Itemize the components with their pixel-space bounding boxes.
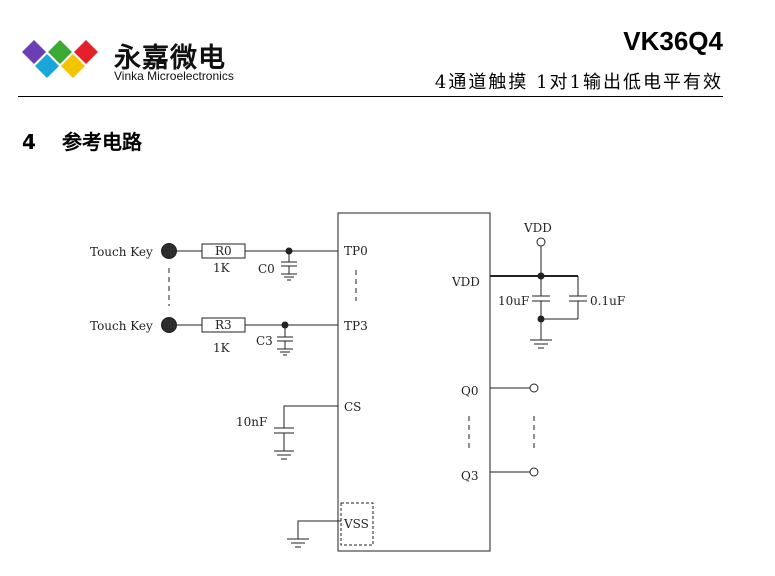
logo-diamond-red bbox=[74, 40, 98, 64]
c0-label: C0 bbox=[258, 262, 275, 276]
document-subtitle: 4通道触摸 1对1输出低电平有效 bbox=[434, 72, 723, 93]
section-number: 4 bbox=[22, 130, 36, 154]
pin-q0: Q0 bbox=[461, 384, 478, 398]
section-heading: 4 参考电路 bbox=[22, 126, 142, 155]
logo-english-name: Vinka Microelectronics bbox=[114, 69, 234, 83]
c3-label: C3 bbox=[256, 334, 273, 348]
logo-diamond-purple bbox=[22, 40, 46, 64]
r0-label: R0 bbox=[215, 244, 232, 258]
logo-diamond-cyan bbox=[35, 54, 59, 78]
cap-01uf-label: 0.1uF bbox=[590, 294, 625, 308]
pin-vss: VSS bbox=[343, 517, 369, 531]
q0-terminal bbox=[529, 383, 539, 393]
pin-tp3: TP3 bbox=[344, 319, 368, 333]
wire-cs-to-cap bbox=[283, 405, 338, 428]
wire-vss-to-ground bbox=[297, 520, 341, 539]
part-number: VK36Q4 bbox=[623, 26, 723, 56]
logo-diamonds-icon bbox=[22, 40, 98, 78]
cs-cap-value: 10nF bbox=[236, 415, 267, 429]
vdd-terminal bbox=[536, 237, 546, 247]
pin-q3: Q3 bbox=[461, 469, 478, 483]
logo-chinese-name: 永嘉微电 bbox=[114, 43, 226, 74]
pin-vdd: VDD bbox=[451, 275, 480, 289]
section-title: 参考电路 bbox=[62, 130, 142, 154]
vdd-supply-label: VDD bbox=[523, 221, 552, 235]
logo-diamond-yellow bbox=[61, 54, 85, 78]
r3-label: R3 bbox=[215, 318, 232, 332]
header-divider bbox=[18, 96, 723, 97]
r3-value: 1K bbox=[213, 341, 231, 355]
touch-key-bottom-label: Touch Key bbox=[90, 319, 153, 333]
pin-cs: CS bbox=[344, 400, 361, 414]
logo-diamond-green bbox=[48, 40, 72, 64]
touch-key-top-texture bbox=[161, 243, 177, 259]
ic-body bbox=[337, 212, 491, 552]
r0-value: 1K bbox=[213, 261, 231, 275]
q3-terminal bbox=[529, 467, 539, 477]
pin-tp0: TP0 bbox=[344, 244, 368, 258]
vss-pad-outline bbox=[340, 502, 374, 546]
touch-key-top-label: Touch Key bbox=[90, 245, 153, 259]
cap-10uf-label: 10uF bbox=[498, 294, 529, 308]
junction-caps-bottom bbox=[537, 315, 545, 323]
vinka-logo: 永嘉微电 Vinka Microelectronics bbox=[22, 34, 242, 86]
touch-key-bottom-texture bbox=[161, 317, 177, 333]
